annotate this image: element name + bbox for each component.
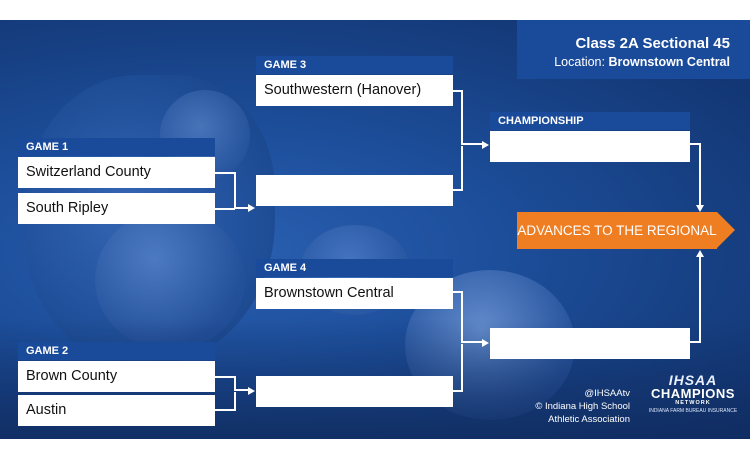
game-1-team-2: South Ripley bbox=[18, 193, 215, 224]
game-3-team-1: Southwestern (Hanover) bbox=[256, 75, 453, 106]
game-3-header: GAME 3 bbox=[256, 56, 453, 74]
logo-line-2: CHAMPIONS bbox=[651, 386, 735, 401]
advances-arrow-tip bbox=[717, 212, 735, 248]
logo-line-1: IHSAA bbox=[668, 372, 718, 388]
game-4-header: GAME 4 bbox=[256, 259, 453, 277]
championship-slot-1 bbox=[490, 131, 690, 162]
twitter-handle: @IHSAAtv bbox=[584, 388, 630, 399]
location-line: Location: Brownstown Central bbox=[517, 55, 730, 69]
championship-header: CHAMPIONSHIP bbox=[490, 112, 690, 130]
location-value: Brownstown Central bbox=[608, 55, 730, 69]
copyright-line-1: © Indiana High School bbox=[535, 401, 630, 412]
advances-banner: ADVANCES TO THE REGIONAL bbox=[517, 212, 717, 249]
page-title: Class 2A Sectional 45 bbox=[575, 35, 730, 52]
location-label: Location: bbox=[554, 55, 605, 69]
game-2-header: GAME 2 bbox=[18, 342, 215, 360]
title-panel: Class 2A Sectional 45 Location: Brownsto… bbox=[517, 20, 750, 79]
game-4-team-1: Brownstown Central bbox=[256, 278, 453, 309]
game-2-team-2: Austin bbox=[18, 395, 215, 426]
bracket-graphic: Class 2A Sectional 45 Location: Brownsto… bbox=[0, 20, 750, 439]
logo-line-3: NETWORK bbox=[675, 400, 711, 406]
bracket-lines bbox=[215, 90, 704, 411]
logo-sponsor: INDIANA FARM BUREAU INSURANCE bbox=[648, 408, 738, 414]
game-4-team-2 bbox=[256, 376, 453, 407]
game-1-header: GAME 1 bbox=[18, 138, 215, 156]
game-3-team-2 bbox=[256, 175, 453, 206]
copyright-line-2: Athletic Association bbox=[548, 414, 630, 425]
credits: @IHSAAtv © Indiana High School Athletic … bbox=[530, 387, 630, 426]
championship-slot-2 bbox=[490, 328, 690, 359]
game-2-team-1: Brown County bbox=[18, 361, 215, 392]
ihsaa-champions-network-logo: IHSAA CHAMPIONS NETWORK INDIANA FARM BUR… bbox=[648, 372, 738, 414]
game-1-team-1: Switzerland County bbox=[18, 157, 215, 188]
